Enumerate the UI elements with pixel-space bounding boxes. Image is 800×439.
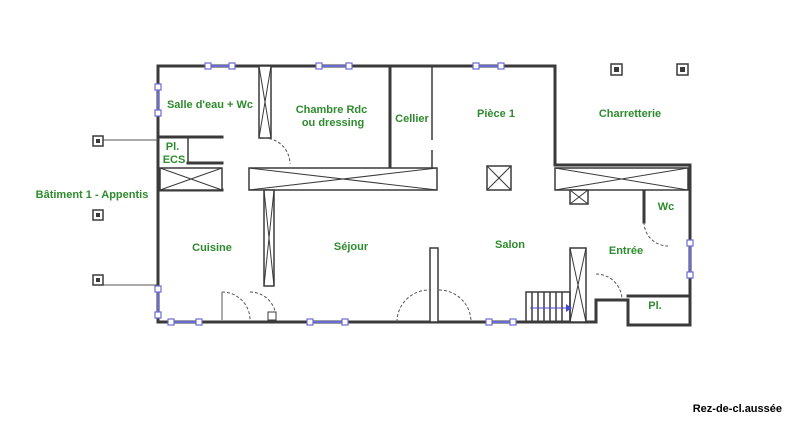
room-labels: Salle d'eau + Wc Chambre Rdc ou dressing… — [36, 99, 675, 312]
post-left-2 — [92, 209, 104, 221]
room-label-sejour: Séjour — [334, 241, 369, 253]
post-right-1 — [610, 63, 623, 76]
room-label-pl-ecs: Pl. ECS — [163, 141, 186, 166]
column-mid — [263, 189, 275, 287]
room-label-charretterie: Charretterie — [599, 108, 661, 120]
beam-right — [554, 167, 689, 191]
room-label-cuisine: Cuisine — [192, 242, 232, 254]
structural-beams — [159, 65, 689, 323]
outer-walls — [156, 64, 692, 327]
staircase — [525, 291, 572, 323]
appentis-leaders — [102, 139, 158, 286]
room-label-wc: Wc — [658, 201, 675, 213]
room-label-piece1: Pièce 1 — [477, 108, 515, 120]
room-label-batiment: Bâtiment 1 - Appentis — [36, 189, 149, 201]
room-label-salle-eau: Salle d'eau + Wc — [167, 99, 253, 111]
thin-column — [429, 247, 439, 323]
column-top — [258, 65, 272, 139]
post-right-2 — [676, 63, 689, 76]
beam-left — [159, 167, 223, 191]
chimney-box — [486, 165, 512, 191]
beam-center — [248, 167, 438, 191]
room-label-entree: Entrée — [609, 245, 643, 257]
stair-column — [569, 247, 587, 323]
plan-caption: Rez-de-cl.aussée — [693, 403, 782, 415]
post-left-1 — [92, 135, 104, 147]
posts — [92, 63, 689, 286]
post-left-3 — [92, 274, 104, 286]
small-box — [569, 189, 589, 205]
windows — [154, 62, 694, 326]
room-label-chambre: Chambre Rdc ou dressing — [296, 104, 371, 129]
room-label-cellier: Cellier — [395, 113, 429, 125]
doors — [221, 137, 669, 323]
room-label-pl: Pl. — [648, 300, 661, 312]
room-label-salon: Salon — [495, 239, 525, 251]
